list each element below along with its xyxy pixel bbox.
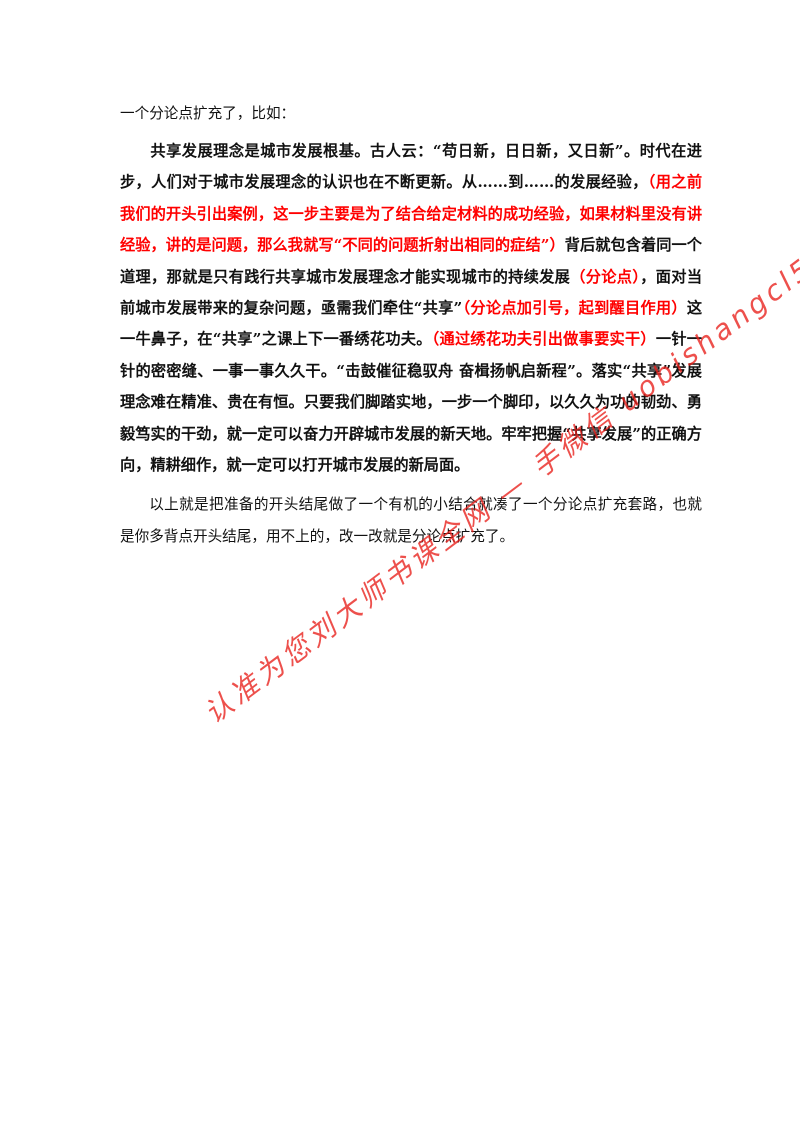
intro-line: 一个分论点扩充了，比如：: [120, 105, 296, 122]
text-segment: 一针一针的密密缝、一事一事久久干。“击鼓催征稳驭舟 奋楫扬帆启新程”。落实“共享…: [120, 330, 702, 475]
conclusion-paragraph: 以上就是把准备的开头结尾做了一个有机的小结合就凑了一个分论点扩充套路，也就是你多…: [120, 496, 702, 546]
annotation-segment: （用之前我们的开头引出案例，这一步主要是为了结合给定材料的成功经验，如果材料里没…: [120, 173, 703, 255]
text-segment: 共享发展理念是城市发展根基。古人云：“苟日新，日日新，又日新”。时代在进步，人们…: [120, 142, 702, 192]
text-segment: 这一牛鼻子，在“共享”之课上下一番绣花功夫。: [120, 299, 702, 349]
annotation-segment: （通过绣花功夫引出做事要实干）: [431, 330, 656, 349]
text-segment: 背后就包含着同一个道理，那就是只有践行共享城市发展理念才能实现城市的持续发展: [120, 236, 702, 286]
annotation-segment: （分论点加引号，起到醒目作用）: [462, 299, 687, 318]
text-segment: ，面对当前城市发展带来的复杂问题，亟需我们牵住“共享”: [120, 267, 703, 318]
document-body: 一个分论点扩充了，比如： 共享发展理念是城市发展根基。古人云：“苟日新，日日新，…: [120, 100, 702, 553]
annotation-segment: （分论点）: [570, 267, 641, 286]
main-paragraph: 共享发展理念是城市发展根基。古人云：“苟日新，日日新，又日新”。时代在进步，人们…: [120, 136, 702, 481]
